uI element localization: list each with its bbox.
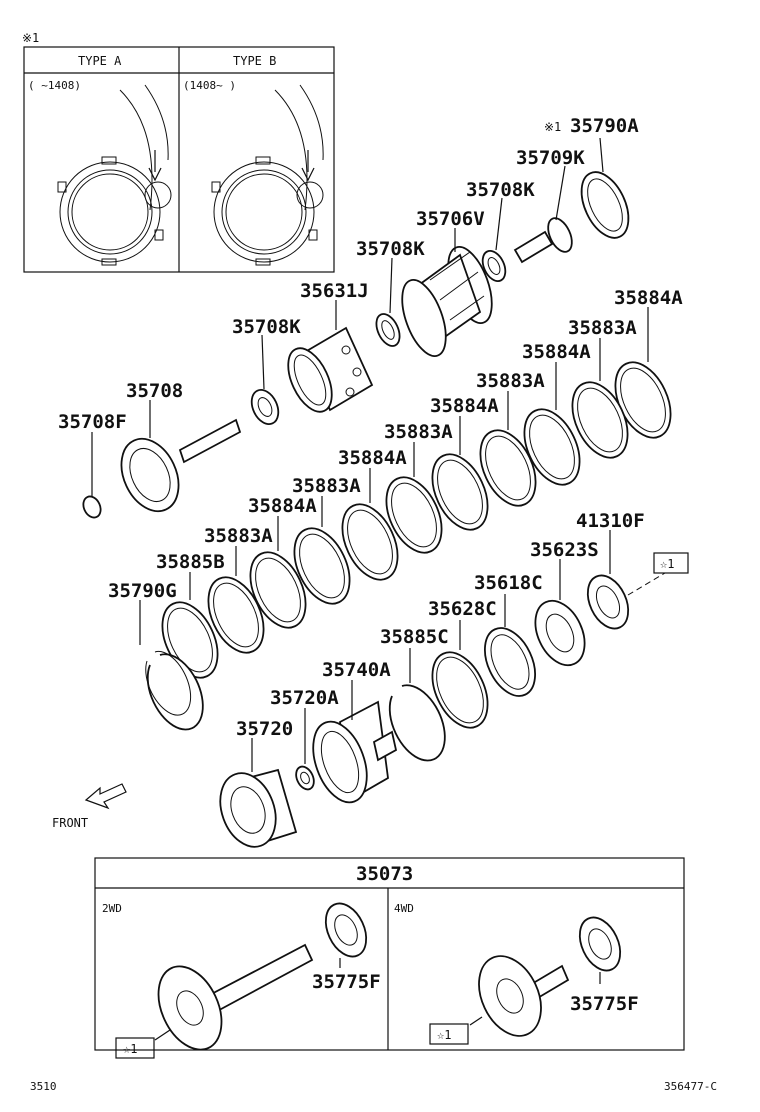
part-35631J <box>287 300 374 413</box>
label-35884A-1: 35884A <box>614 287 683 309</box>
front-arrow-icon <box>84 783 127 810</box>
part-35623S <box>534 559 586 667</box>
type-a-title: TYPE A <box>78 54 122 68</box>
label-35885C: 35885C <box>380 626 449 648</box>
part-35708F <box>82 432 102 519</box>
label-35706V: 35706V <box>416 208 485 230</box>
label-35709K: 35709K <box>516 147 585 169</box>
part-35720 <box>219 738 298 848</box>
part-35790A <box>580 137 630 239</box>
type-inset-box: TYPE A TYPE B ( ~1408) (1408~ ) <box>23 46 335 273</box>
note-mark: ※1 <box>22 31 39 45</box>
type-b-title: TYPE B <box>233 54 276 68</box>
part-35884A-4 <box>341 468 399 581</box>
assembly-box <box>94 857 685 1051</box>
type-a-range: ( ~1408) <box>28 79 81 92</box>
part-35884A-3 <box>431 416 489 531</box>
label-35623S: 35623S <box>530 539 599 561</box>
assembly-2wd-part: 35775F <box>312 971 381 993</box>
star-ref-top: ☆1 <box>660 557 674 571</box>
label-35628C: 35628C <box>428 598 497 620</box>
part-35883A-1 <box>571 338 629 459</box>
star-box-4wd <box>429 1023 469 1045</box>
part-35883A-4 <box>293 496 351 605</box>
label-35790A-mark: ※1 <box>544 120 561 134</box>
assembly-4wd-part: 35775F <box>570 993 639 1015</box>
label-35884A-3: 35884A <box>430 395 499 417</box>
part-35883A-5 <box>207 546 265 654</box>
label-35884A-5: 35884A <box>248 495 317 517</box>
label-35708K-c: 35708K <box>232 316 301 338</box>
part-35740A <box>312 680 398 804</box>
label-35708: 35708 <box>126 380 183 402</box>
label-35618C: 35618C <box>474 572 543 594</box>
label-35631J: 35631J <box>300 280 369 302</box>
part-35708K-b <box>375 257 401 347</box>
part-35708 <box>120 400 242 513</box>
label-35884A-2: 35884A <box>522 341 591 363</box>
part-35790G <box>139 600 204 731</box>
label-35790G: 35790G <box>108 580 177 602</box>
part-35883A-3 <box>385 442 443 554</box>
label-35883A-1: 35883A <box>568 317 637 339</box>
label-35883A-3: 35883A <box>384 421 453 443</box>
part-35708K-a <box>481 197 507 283</box>
label-35708K-b: 35708K <box>356 238 425 260</box>
type-b-range: (1408~ ) <box>183 79 236 92</box>
label-35883A-4: 35883A <box>292 475 361 497</box>
footer-right: 356477-C <box>664 1080 717 1093</box>
label-35790A: 35790A <box>570 115 639 137</box>
part-35883A-2 <box>479 391 537 507</box>
part-35618C <box>484 594 536 697</box>
assembly-4wd-star: ☆1 <box>437 1028 451 1042</box>
star-box-2wd <box>115 1037 155 1059</box>
label-35885B: 35885B <box>156 551 225 573</box>
part-41310F <box>586 530 666 630</box>
label-35740A: 35740A <box>322 659 391 681</box>
front-label: FRONT <box>52 816 88 830</box>
footer-left: 3510 <box>30 1080 57 1093</box>
clutch-plates <box>139 307 672 731</box>
part-35706V <box>401 228 493 357</box>
part-35708K-c <box>250 334 280 425</box>
assembly-number: 35073 <box>356 863 413 885</box>
part-35885C <box>388 648 446 762</box>
label-35708K-a: 35708K <box>466 179 535 201</box>
label-35708F: 35708F <box>58 411 127 433</box>
type-b-snap-ring-drawing <box>211 84 324 266</box>
label-35884A-4: 35884A <box>338 447 407 469</box>
assembly-4wd-shaft <box>469 916 622 1037</box>
assembly-2wd-title: 2WD <box>102 902 122 915</box>
label-35883A-5: 35883A <box>204 525 273 547</box>
part-35628C <box>431 620 489 729</box>
star-ref-box <box>653 552 689 574</box>
label-35883A-2: 35883A <box>476 370 545 392</box>
label-35720: 35720 <box>236 718 293 740</box>
assembly-2wd-shaft <box>154 902 368 1051</box>
type-a-snap-ring-drawing <box>57 84 172 266</box>
part-35709K <box>513 165 573 264</box>
label-41310F: 41310F <box>576 510 645 532</box>
assembly-2wd-star: ☆1 <box>123 1042 137 1056</box>
part-35720A <box>295 708 315 791</box>
assembly-4wd-title: 4WD <box>394 902 414 915</box>
label-35720A: 35720A <box>270 687 339 709</box>
